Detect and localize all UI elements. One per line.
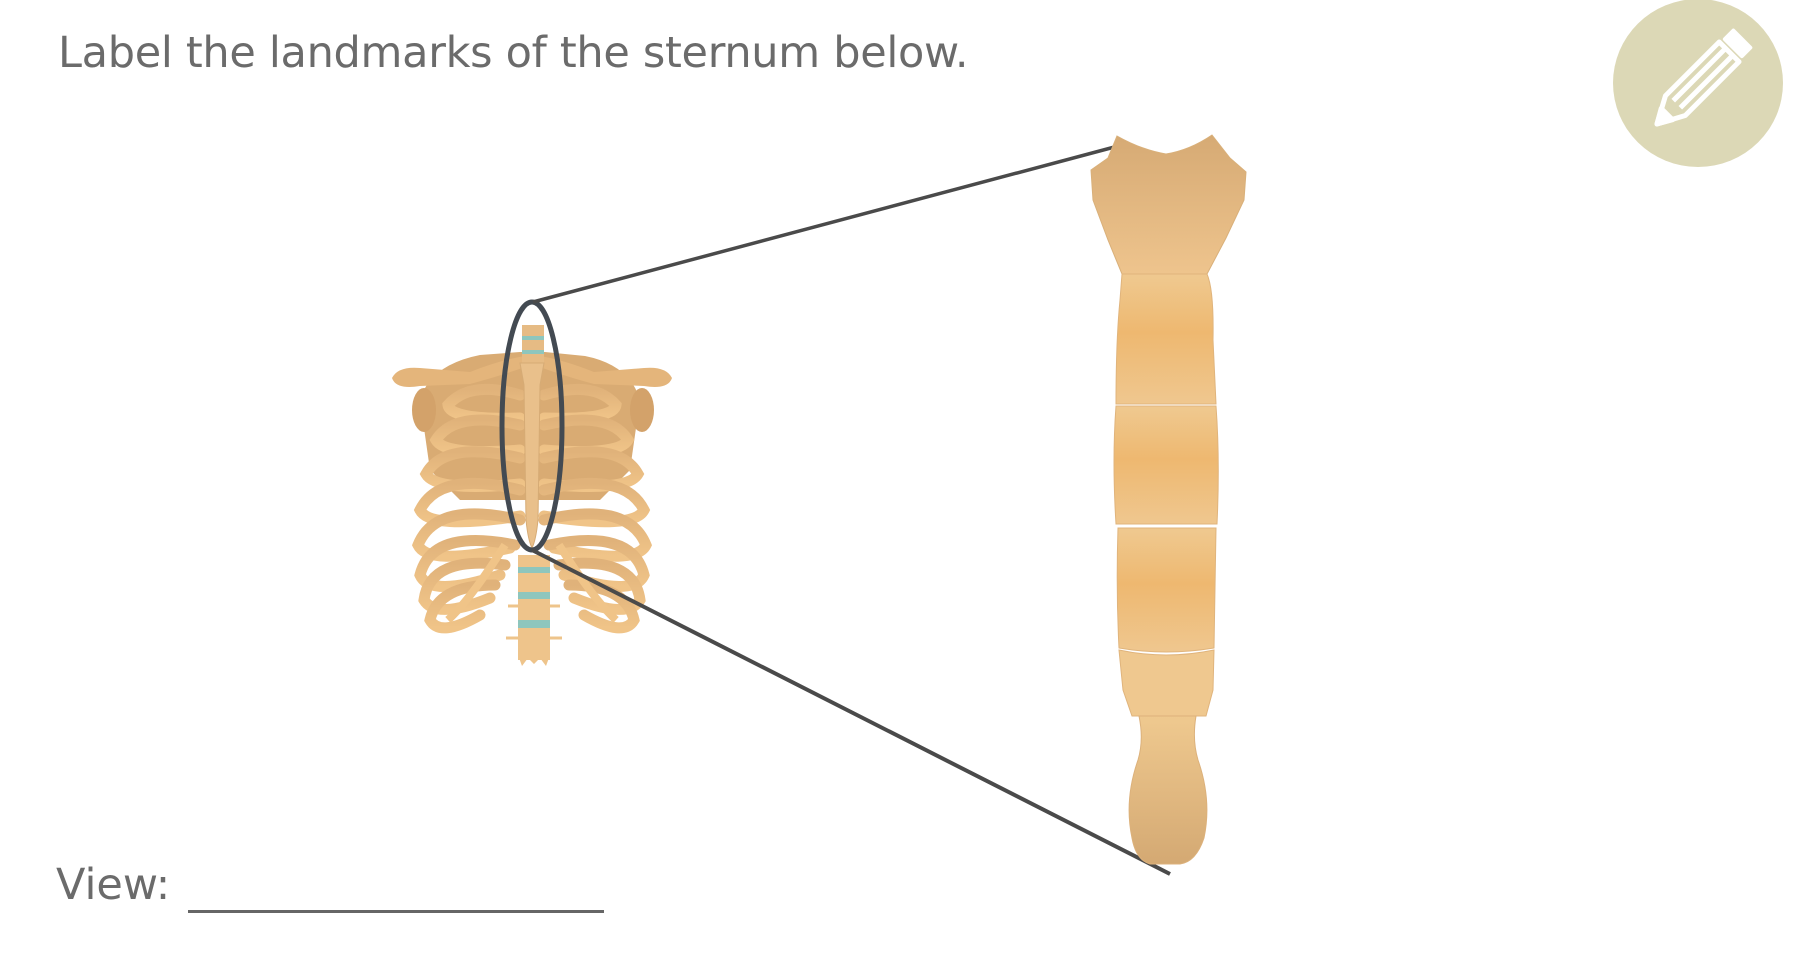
rib-cage-illustration — [392, 325, 672, 666]
leader-line-bottom — [531, 548, 1171, 876]
body-segment-1 — [1115, 273, 1217, 405]
sternum-detail — [1090, 134, 1247, 865]
body-segment-2 — [1113, 405, 1219, 525]
view-input[interactable] — [188, 860, 604, 913]
question-prompt: Label the landmarks of the sternum below… — [58, 28, 969, 78]
pencil-icon — [1654, 28, 1753, 127]
view-label: View: — [56, 860, 171, 910]
xiphoid-process — [1128, 715, 1208, 865]
body-segment-4 — [1118, 649, 1215, 717]
callout-ellipse — [499, 299, 565, 553]
body-segment-3 — [1116, 527, 1217, 653]
manubrium — [1090, 134, 1247, 275]
leader-line-top — [532, 143, 1123, 304]
edit-button[interactable] — [1613, 0, 1783, 167]
